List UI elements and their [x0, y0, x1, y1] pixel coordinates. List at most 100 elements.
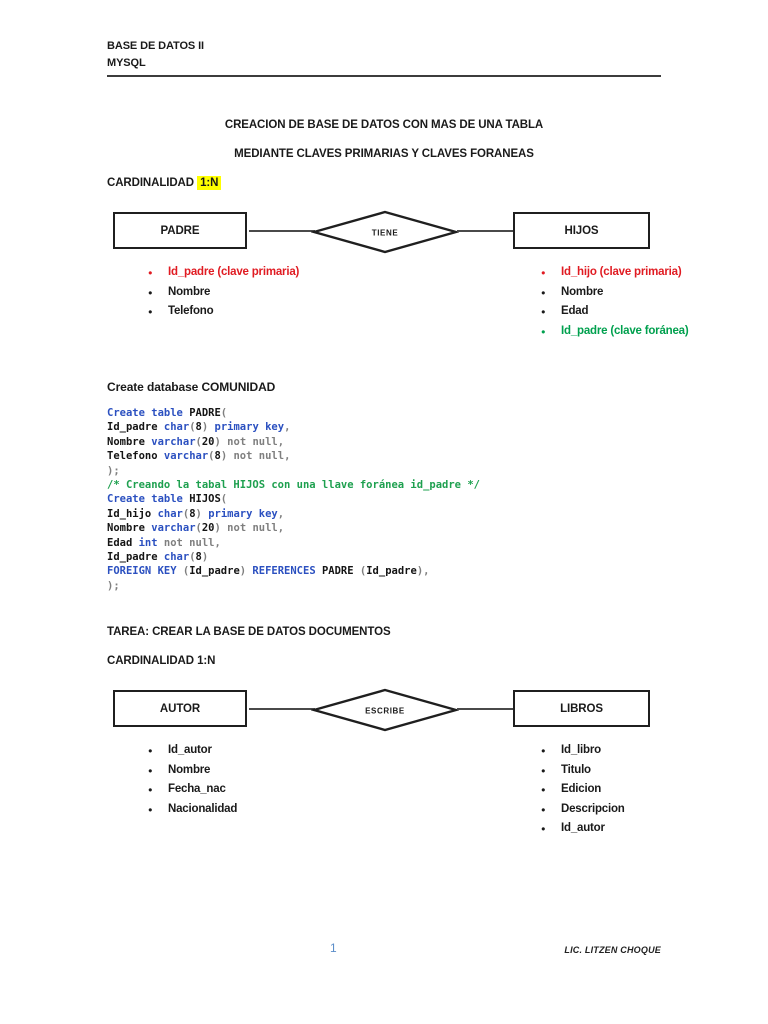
- code-token-num: 8: [195, 551, 202, 564]
- code-line: Create table PADRE(: [107, 406, 480, 420]
- attribute-item: Nacionalidad: [107, 800, 237, 820]
- code-token-id: Nombre: [107, 522, 152, 535]
- code-token-pn: ): [201, 421, 215, 434]
- code-token-kw: varchar: [151, 522, 196, 535]
- code-token-pn: ,: [214, 536, 221, 549]
- attribute-item: Nombre: [500, 283, 689, 303]
- code-token-pn: ,: [277, 507, 285, 520]
- attribute-item: Nombre: [107, 283, 299, 303]
- diamond-shape: [311, 210, 459, 254]
- attribute-item: Id_padre (clave foránea): [500, 322, 689, 342]
- code-token-kw: FOREIGN KEY: [107, 565, 183, 578]
- code-token-pn: ,: [284, 450, 291, 463]
- code-token-kw: char: [163, 551, 190, 564]
- sql-code-block: Create table PADRE(Id_padre char(8) prim…: [107, 406, 480, 593]
- code-token-pn: ,: [284, 421, 291, 434]
- task-heading: TAREA: CREAR LA BASE DE DATOS DOCUMENTOS: [107, 626, 391, 638]
- code-token-pn: ): [214, 435, 228, 448]
- code-token-pn: ): [195, 507, 209, 520]
- code-token-pn: (: [195, 522, 202, 535]
- entity-label: AUTOR: [159, 702, 201, 715]
- code-token-gr: not null: [227, 522, 278, 535]
- code-token-pn: (: [208, 450, 215, 463]
- header-subject: MYSQL: [107, 57, 146, 69]
- attribute-item: Titulo: [500, 761, 625, 781]
- code-token-gr: not null: [227, 435, 278, 448]
- entity-label: LIBROS: [560, 702, 603, 715]
- code-token-pn: ): [239, 565, 253, 578]
- code-token-pn: ,: [277, 522, 285, 535]
- code-token-kw: Create table: [107, 407, 190, 419]
- hijos-attribute-list: Id_hijo (clave primaria)NombreEdadId_pad…: [500, 263, 689, 341]
- code-line: );: [107, 579, 480, 593]
- cardinality-value: 1:N: [197, 655, 216, 667]
- page-number: 1: [330, 941, 337, 955]
- code-token-gr: not null: [157, 536, 215, 549]
- code-token-num: 20: [201, 435, 215, 448]
- code-token-pn: (: [189, 421, 196, 434]
- code-token-kw: primary key: [214, 421, 285, 434]
- code-token-id: PADRE: [321, 565, 360, 578]
- code-token-kw: char: [157, 507, 183, 520]
- code-token-kw: int: [138, 536, 158, 549]
- code-token-id: PADRE: [189, 407, 221, 419]
- relationship-line-right: [457, 708, 514, 710]
- code-token-kw: char: [163, 421, 190, 434]
- er-diagram-padre-hijos: PADRE TIENE HIJOS: [107, 209, 661, 255]
- code-line: Nombre varchar(20) not null,: [107, 521, 480, 535]
- code-token-kw: Create table: [107, 493, 190, 506]
- attribute-item: Id_hijo (clave primaria): [500, 263, 689, 283]
- code-token-id: HIJOS: [189, 493, 221, 506]
- code-token-pn: );: [107, 579, 120, 592]
- code-token-cm: /* Creando la tabal HIJOS con una llave …: [107, 479, 480, 492]
- relationship-label: ESCRIBE: [365, 707, 405, 716]
- code-token-pn: );: [107, 464, 120, 477]
- cardinality-label: CARDINALIDAD: [107, 177, 194, 189]
- code-line: Edad int not null,: [107, 536, 480, 550]
- padre-attribute-list: Id_padre (clave primaria)NombreTelefono: [107, 263, 299, 322]
- attribute-item: Descripcion: [500, 800, 625, 820]
- code-token-num: 8: [195, 421, 202, 434]
- er-diagram-autor-libros: AUTOR ESCRIBE LIBROS: [107, 687, 661, 733]
- create-database-heading: Create database COMUNIDAD: [107, 380, 276, 394]
- entity-box-libros: LIBROS: [513, 690, 650, 727]
- code-line: );: [107, 464, 480, 478]
- libros-attribute-list: Id_libroTituloEdicionDescripcionId_autor: [500, 741, 625, 839]
- code-line: Telefono varchar(8) not null,: [107, 449, 480, 463]
- code-token-pn: (: [195, 435, 202, 448]
- code-line: Id_hijo char(8) primary key,: [107, 507, 480, 521]
- relationship-line-right: [457, 230, 514, 232]
- cardinality-label: CARDINALIDAD: [107, 655, 194, 667]
- doc-header: BASE DE DATOS II MYSQL: [107, 38, 661, 77]
- attribute-item: Fecha_nac: [107, 780, 237, 800]
- code-line: Id_padre char(8) primary key,: [107, 420, 480, 434]
- code-token-kw: varchar: [151, 435, 196, 448]
- code-token-pn: (: [220, 493, 228, 506]
- code-token-id: Id_padre: [189, 565, 240, 578]
- code-line: Id_padre char(8): [107, 550, 480, 564]
- code-token-num: 20: [201, 522, 215, 535]
- code-token-id: Id_hijo: [107, 507, 158, 520]
- code-token-pn: ),: [416, 565, 430, 578]
- code-line: FOREIGN KEY (Id_padre) REFERENCES PADRE …: [107, 564, 480, 578]
- code-line: Create table HIJOS(: [107, 492, 480, 506]
- relationship-diamond-escribe: ESCRIBE: [311, 688, 459, 732]
- relationship-line-left: [249, 708, 315, 710]
- code-token-pn: ): [214, 522, 228, 535]
- code-token-pn: ,: [277, 435, 285, 448]
- attribute-item: Edad: [500, 302, 689, 322]
- page-subtitle: MEDIANTE CLAVES PRIMARIAS Y CLAVES FORAN…: [234, 148, 534, 160]
- attribute-lists-padre-hijos: Id_padre (clave primaria)NombreTelefono …: [107, 263, 689, 355]
- code-token-pn: ): [201, 551, 209, 564]
- footer-author: LIC. LITZEN CHOQUE: [564, 945, 661, 955]
- code-line: Nombre varchar(20) not null,: [107, 435, 480, 449]
- code-token-pn: ): [220, 450, 234, 463]
- code-line: /* Creando la tabal HIJOS con una llave …: [107, 478, 480, 492]
- code-token-num: 8: [189, 507, 196, 520]
- code-token-id: Id_padre: [366, 565, 417, 578]
- code-token-id: Id_padre: [107, 551, 164, 564]
- code-token-gr: not null: [233, 450, 285, 463]
- code-token-pn: (: [189, 551, 196, 564]
- header-course-title: BASE DE DATOS II: [107, 40, 205, 52]
- attribute-item: Id_libro: [500, 741, 625, 761]
